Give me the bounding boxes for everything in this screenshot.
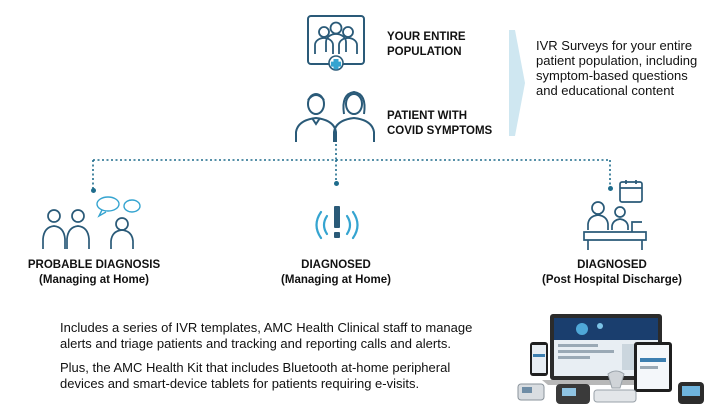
connector-dot-left [90,188,96,193]
devices-illustration [517,314,704,404]
category-diagnosed-post-discharge: DIAGNOSED (Post Hospital Discharge) [522,258,702,288]
category-title: PROBABLE DIAGNOSIS [27,259,161,271]
hospital-bed-icon [583,180,647,250]
population-label-line2: POPULATION [387,46,462,58]
callout-arrow [509,30,525,136]
connector-dot-right [607,186,613,191]
population-label-line1: YOUR ENTIRE [387,31,466,43]
covid-label-line1: PATIENT WITH [387,110,468,122]
category-diagnosed-home: DIAGNOSED (Managing at Home) [246,258,426,288]
covid-label-line2: COVID SYMPTOMS [387,125,493,137]
population-icon [307,15,365,71]
people-chat-icon [42,196,141,249]
category-subtitle: (Managing at Home) [39,274,149,286]
category-subtitle: (Post Hospital Discharge) [542,274,682,286]
category-subtitle: (Managing at Home) [281,274,391,286]
covid-patients-icon [295,90,375,142]
description-paragraph-1: Includes a series of IVR templates, AMC … [60,320,473,351]
bottom-description: Includes a series of IVR templates, AMC … [60,320,488,392]
category-title: DIAGNOSED [577,259,647,271]
covid-label: PATIENT WITH COVID SYMPTOMS [387,109,492,139]
category-title: DIAGNOSED [301,259,371,271]
description-paragraph-2: Plus, the AMC Health Kit that includes B… [60,360,451,391]
alert-signal-icon [315,206,359,240]
population-label: YOUR ENTIRE POPULATION [387,30,466,60]
connector-dot-middle [333,181,339,186]
callout-text: IVR Surveys for your entire patient popu… [536,38,698,98]
category-probable-diagnosis: PROBABLE DIAGNOSIS (Managing at Home) [8,258,180,288]
